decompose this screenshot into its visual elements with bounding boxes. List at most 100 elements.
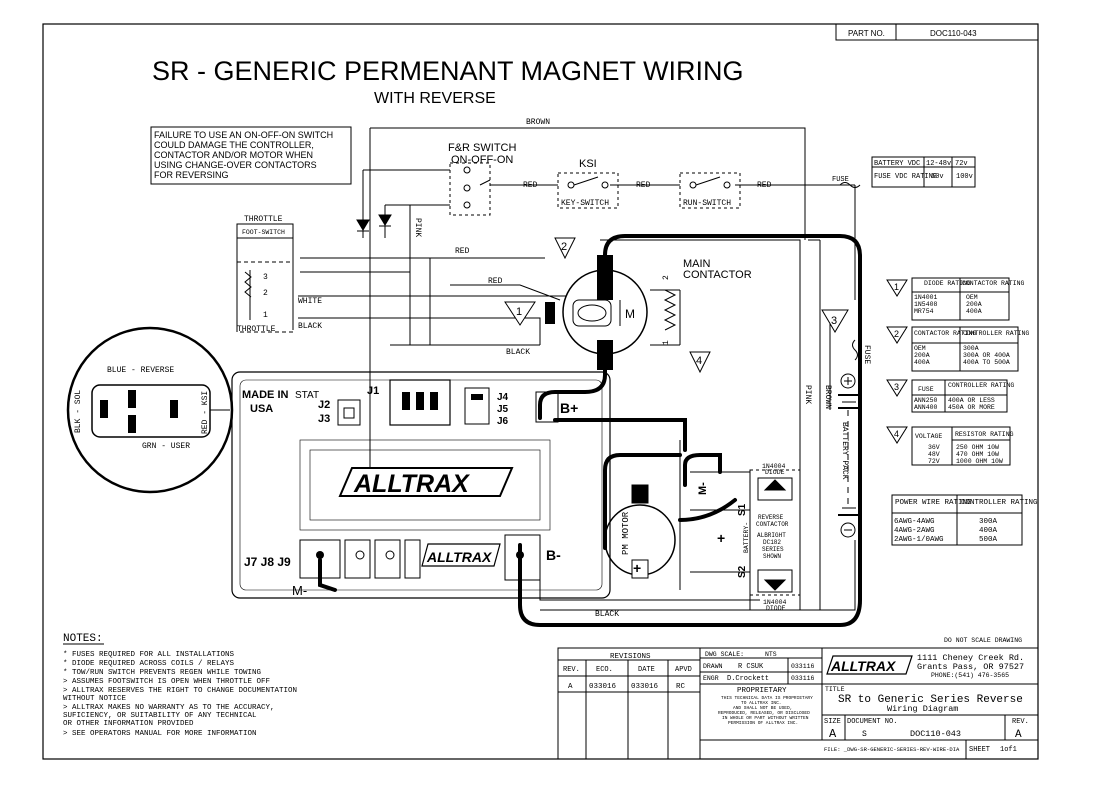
company-phone: PHONE:(541) 476-3565 bbox=[931, 672, 1009, 679]
battery-pack bbox=[838, 339, 860, 538]
battery-vdc-value: 12-48v bbox=[926, 160, 951, 168]
rev-col-header: REV. bbox=[563, 666, 580, 674]
power-wire-header: POWER WIRE RATING bbox=[895, 499, 972, 507]
contactor-header: CONTROLLER RATING bbox=[963, 330, 1029, 337]
connector-blk-label: BLK - SOL bbox=[74, 390, 83, 433]
battery-table bbox=[871, 156, 976, 188]
do-not-scale: DO NOT SCALE DRAWING bbox=[944, 637, 1022, 644]
resistor-cell: 48V bbox=[928, 451, 940, 458]
contactor-cell: 300A bbox=[963, 345, 979, 352]
throttle-label-bottom: THROTTLE bbox=[237, 325, 276, 334]
company-address: 1111 Cheney Creek Rd. bbox=[917, 653, 1024, 663]
drawn-label: DRAWN bbox=[703, 663, 723, 670]
sheet-value: 1of1 bbox=[1000, 746, 1017, 754]
callout-2: 2 bbox=[561, 241, 567, 253]
callout-triangle bbox=[886, 379, 908, 397]
rev-cell: A bbox=[568, 683, 573, 691]
resistor-cell: 470 OHM 10W bbox=[956, 451, 999, 458]
note-item: * DIODE REQUIRED ACROSS COILS / RELAYS bbox=[63, 660, 235, 668]
note-item: * FUSES REQUIRED FOR ALL INSTALLATIONS bbox=[63, 651, 235, 659]
rev-cell: 033016 bbox=[631, 683, 659, 691]
engr-label: ENGR bbox=[703, 675, 719, 682]
rev-label: REV. bbox=[1012, 718, 1029, 726]
title-block-grid bbox=[557, 647, 1039, 760]
warning-line: USING CHANGE-OVER CONTACTORS bbox=[154, 160, 317, 170]
note-item: > ALLTRAX RESERVES THE RIGHT TO CHANGE D… bbox=[63, 687, 297, 695]
diode-cell: 200A bbox=[966, 301, 982, 308]
reverse-contactor-text: DC182 bbox=[763, 539, 781, 546]
drawn-date: 033116 bbox=[791, 663, 815, 670]
contactor-pin-1: 1 bbox=[662, 340, 671, 345]
doc-s: S bbox=[862, 730, 867, 739]
part-number-block: PART NO. DOC110-043 bbox=[835, 23, 1039, 41]
company-logo-frame bbox=[826, 655, 913, 675]
brand-logo-small: ALLTRAX bbox=[426, 549, 493, 565]
connector-grn-label: GRN - USER bbox=[142, 442, 190, 451]
foot-switch bbox=[236, 223, 294, 333]
diode-label: 1N4004 bbox=[762, 463, 786, 470]
diode-cell: 1N5408 bbox=[914, 301, 938, 308]
j3-label: J3 bbox=[318, 413, 330, 425]
note-item: OR OTHER INFORMATION PROVIDED bbox=[63, 720, 194, 728]
battery-vdc-value: 72v bbox=[955, 160, 968, 168]
resistor-cell: 36V bbox=[928, 444, 940, 451]
proprietary-label: PROPRIETARY bbox=[737, 687, 787, 695]
contactor-cell: OEM bbox=[914, 345, 926, 352]
resistor-symbol bbox=[663, 289, 677, 331]
brown-wire-label: BROWN bbox=[823, 385, 832, 409]
pm-motor bbox=[604, 440, 681, 579]
power-wire-cell: 4AWG-2AWG bbox=[894, 527, 935, 535]
reverse-contactor-text: REVERSE bbox=[758, 514, 784, 521]
table-callout: 1 bbox=[894, 282, 899, 292]
callout-3: 3 bbox=[831, 315, 837, 327]
diode-cell: MR754 bbox=[914, 308, 934, 315]
drawing-subtitle-block: Wiring Diagram bbox=[887, 704, 958, 714]
doc-no-value: DOC110-043 bbox=[910, 729, 961, 739]
engr-by: D.Crockett bbox=[727, 675, 769, 683]
white-wire-label: WHITE bbox=[298, 297, 322, 306]
power-wire-cell: 6AWG-4AWG bbox=[894, 518, 935, 526]
drawing-border bbox=[42, 23, 1039, 760]
main-contactor-label: CONTACTOR bbox=[683, 269, 752, 281]
contactor-cell: 400A bbox=[914, 359, 930, 366]
thin-wiring bbox=[236, 127, 856, 611]
diode-cell: 400A bbox=[966, 308, 982, 315]
contactor-pin-2: 2 bbox=[662, 275, 671, 280]
red-wire-label: RED bbox=[757, 181, 772, 190]
made-in-country: USA bbox=[250, 403, 273, 415]
rev-value: A bbox=[1015, 729, 1022, 741]
b-minus-label: B- bbox=[546, 547, 561, 563]
throttle-pin-1: 1 bbox=[263, 311, 268, 320]
reverse-contactor-text: ALBRIGHT bbox=[757, 532, 786, 539]
diode-label: DIODE bbox=[766, 605, 786, 612]
title-label: TITLE bbox=[825, 686, 845, 693]
brown-wire-label: BROWN bbox=[526, 118, 550, 127]
diode-cell: OEM bbox=[966, 294, 978, 301]
fuse-vdc-value: 60v bbox=[931, 173, 944, 181]
m-minus-label: M- bbox=[292, 583, 307, 598]
fuse-cell: 450A OR MORE bbox=[948, 404, 995, 411]
b-plus-label: B+ bbox=[560, 400, 578, 416]
engr-date: 033116 bbox=[791, 675, 815, 682]
foot-switch-label: FOOT-SWITCH bbox=[242, 229, 285, 236]
drawn-by: R CSUK bbox=[738, 663, 764, 671]
controller-body: MADE IN USA STAT J1 J2 J3 J4 J5 J6 B+ B-… bbox=[231, 371, 611, 599]
note-item: WITHOUT NOTICE bbox=[63, 695, 127, 703]
callout-triangle bbox=[886, 279, 908, 297]
ksi-label: KSI bbox=[579, 158, 597, 170]
callout-1: 1 bbox=[516, 306, 522, 318]
contactor-m-label: M bbox=[625, 307, 635, 321]
fuse-symbol bbox=[839, 182, 861, 188]
j1-label: J1 bbox=[367, 385, 379, 397]
reverse-contactor bbox=[749, 469, 801, 596]
connector-blue-label: BLUE - REVERSE bbox=[107, 366, 174, 375]
fuse-label: FUSE bbox=[832, 176, 849, 184]
fr-switch bbox=[449, 162, 491, 216]
reverse-contactor-text: SERIES bbox=[762, 546, 784, 553]
battery-pack-label: BATTERY PACK bbox=[840, 422, 849, 480]
pink-wire-label: PINK bbox=[413, 218, 422, 237]
proprietary-text: IN WHOLE OR PART WITHOUT WRITTEN bbox=[722, 715, 809, 721]
callout-triangle bbox=[886, 426, 908, 444]
red-wire-label: RED bbox=[523, 181, 538, 190]
callout-triangles bbox=[504, 237, 849, 374]
